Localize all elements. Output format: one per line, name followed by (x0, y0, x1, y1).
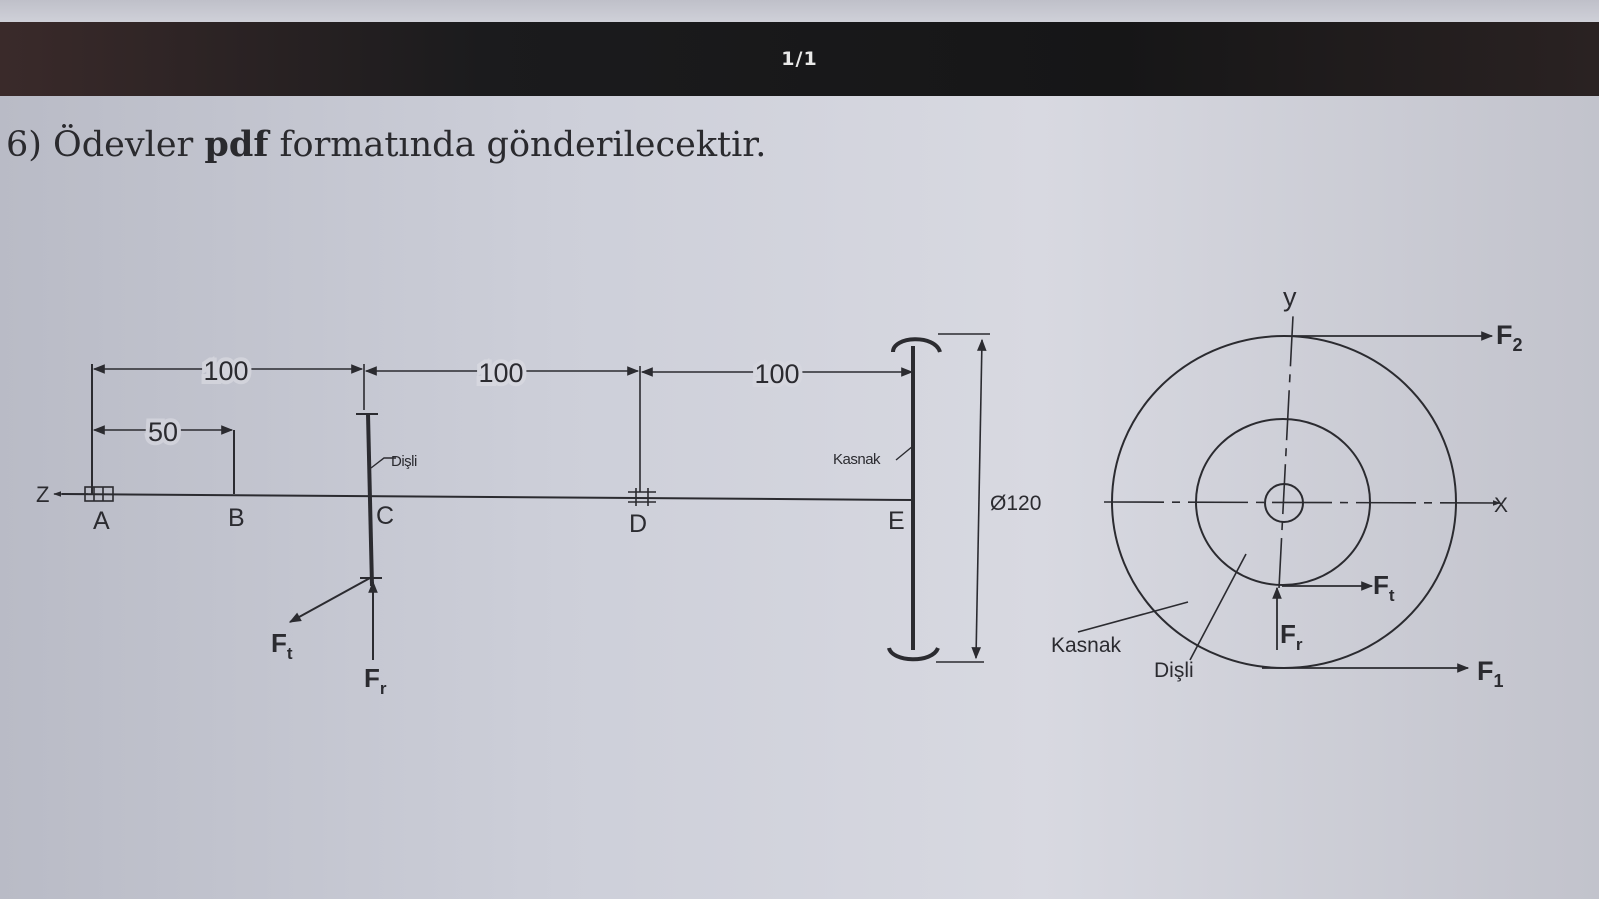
side-view-labels: 100 100 100 50 Ø120 Z A B C D E Dişli Ka… (36, 352, 1041, 698)
force-f2-main: F (1496, 320, 1513, 350)
force-label-ft-end: Ft (1373, 570, 1395, 605)
gear-label-side: Dişli (391, 453, 417, 470)
dim-label-diameter: Ø120 (990, 492, 1041, 515)
side-view (53, 333, 990, 663)
dim-label-a-b: 50 (148, 417, 178, 447)
force-fr-end-sub: r (1296, 635, 1303, 654)
gear-leader-end (1189, 553, 1247, 661)
gear-leader (370, 457, 396, 469)
force-ft-side-arrow (288, 577, 371, 623)
shaft-diagram: 100 100 100 50 Ø120 Z A B C D E Dişli Ka… (36, 282, 1523, 698)
x-centerline (1103, 500, 1501, 506)
pulley-e-bottom-hook (887, 646, 940, 662)
browser-top-strip (0, 0, 1599, 22)
force-ft-side-main: F (271, 628, 287, 658)
dim-label-c-d: 100 (478, 358, 523, 388)
point-label-c: C (376, 502, 394, 530)
force-ft-end-sub: t (1389, 586, 1395, 605)
force-ft-side-sub: t (287, 644, 293, 663)
gear-label-end: Dişli (1154, 659, 1194, 682)
force-label-fr-side: Fr (364, 663, 387, 698)
force-f1-sub: 1 (1494, 671, 1504, 691)
force-f2-sub: 2 (1513, 335, 1523, 355)
force-fr-end-main: F (1280, 619, 1296, 649)
instruction-bold: pdf (204, 124, 269, 165)
axis-label-z: Z (36, 482, 49, 507)
axis-label-x: X (1494, 494, 1508, 517)
point-label-a: A (93, 507, 110, 535)
pulley-e-top-hook (891, 337, 942, 353)
pulley-leader (895, 445, 914, 461)
force-f1-main: F (1477, 656, 1494, 686)
shaft-line (61, 493, 915, 501)
dim-label-a-c: 100 (203, 356, 248, 386)
y-centerline (1278, 315, 1294, 589)
gear-c (366, 413, 374, 587)
force-label-ft-side: Ft (271, 628, 293, 663)
pulley-label-side: Kasnak (833, 451, 881, 468)
pulley-label-end: Kasnak (1051, 634, 1122, 657)
end-view (1077, 315, 1501, 673)
force-ft-end-main: F (1373, 570, 1389, 600)
force-fr-side-main: F (364, 663, 380, 693)
instruction-suffix: formatında gönderilecektir. (268, 125, 767, 165)
end-view-labels: y X F2 F1 Ft Fr Kasnak Dişli (1051, 282, 1523, 691)
pdf-viewer-toolbar: 1/1 (0, 22, 1599, 96)
instruction-text: 6) Ödevler pdf formatında gönderilecekti… (6, 124, 766, 165)
force-label-f2: F2 (1496, 320, 1523, 355)
pulley-leader-end (1077, 601, 1189, 633)
dim-label-d-e: 100 (754, 359, 799, 389)
bearing-d (628, 488, 656, 506)
bearing-a (84, 486, 114, 502)
force-label-f1: F1 (1477, 656, 1504, 691)
force-label-fr-end: Fr (1280, 619, 1303, 654)
axis-label-y: y (1283, 282, 1297, 312)
point-label-d: D (629, 510, 647, 538)
dia-dim-line (971, 338, 987, 660)
point-label-e: E (888, 507, 905, 535)
force-fr-side-sub: r (380, 679, 387, 698)
pdf-page: 6) Ödevler pdf formatında gönderilecekti… (0, 96, 1599, 899)
point-label-b: B (228, 504, 245, 532)
page-counter: 1/1 (781, 48, 818, 70)
instruction-prefix: 6) Ödevler (6, 125, 205, 165)
